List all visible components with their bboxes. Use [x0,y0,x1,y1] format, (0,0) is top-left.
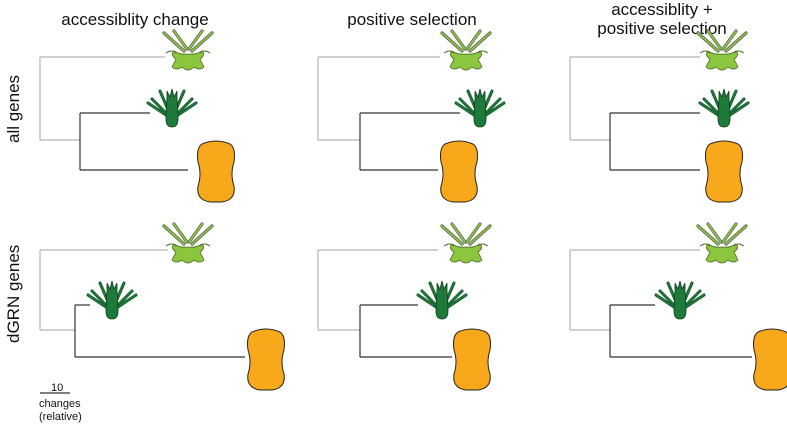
light-green-organism-icon [696,29,748,71]
tree-panel [39,249,245,358]
light-green-organism-icon [696,222,748,264]
orange-organism-icon [453,328,491,391]
light-green-organism-icon [440,29,492,71]
light-green-organism-icon [440,222,492,264]
tree-panel [569,56,700,171]
orange-organism-icon [197,140,235,203]
dark-green-organism-icon [654,280,706,320]
dark-green-organism-icon [416,280,468,320]
scale-unit-line1: changes [39,398,81,410]
orange-organism-icon [247,328,285,391]
column-title-positive-selection: positive selection [332,10,492,29]
dark-green-organism-icon [454,88,506,128]
column-title-line1: accessiblity change [61,10,209,29]
column-title-line1: accessiblity + [611,0,713,19]
orange-organism-icon [440,140,478,203]
tree-panel [317,249,452,358]
column-title-line1: positive selection [347,10,477,29]
column-title-combined: accessiblity + positive selection [577,0,747,38]
scale-value: 10 [51,382,64,394]
orange-organism-icon [705,140,743,203]
column-title-line2: positive selection [597,19,727,38]
tree-panel [39,56,188,171]
dark-green-organism-icon [86,280,138,320]
scale-unit-line2: (relative) [39,411,82,423]
scale-unit: changes (relative) [39,398,82,424]
tree-panel [317,56,460,171]
dark-green-organism-icon [146,88,198,128]
tree-panel [569,249,752,358]
light-green-organism-icon [162,222,214,264]
column-title-accessibility: accessiblity change [55,10,215,29]
dark-green-organism-icon [698,88,750,128]
orange-organism-icon [753,328,787,391]
light-green-organism-icon [162,29,214,71]
